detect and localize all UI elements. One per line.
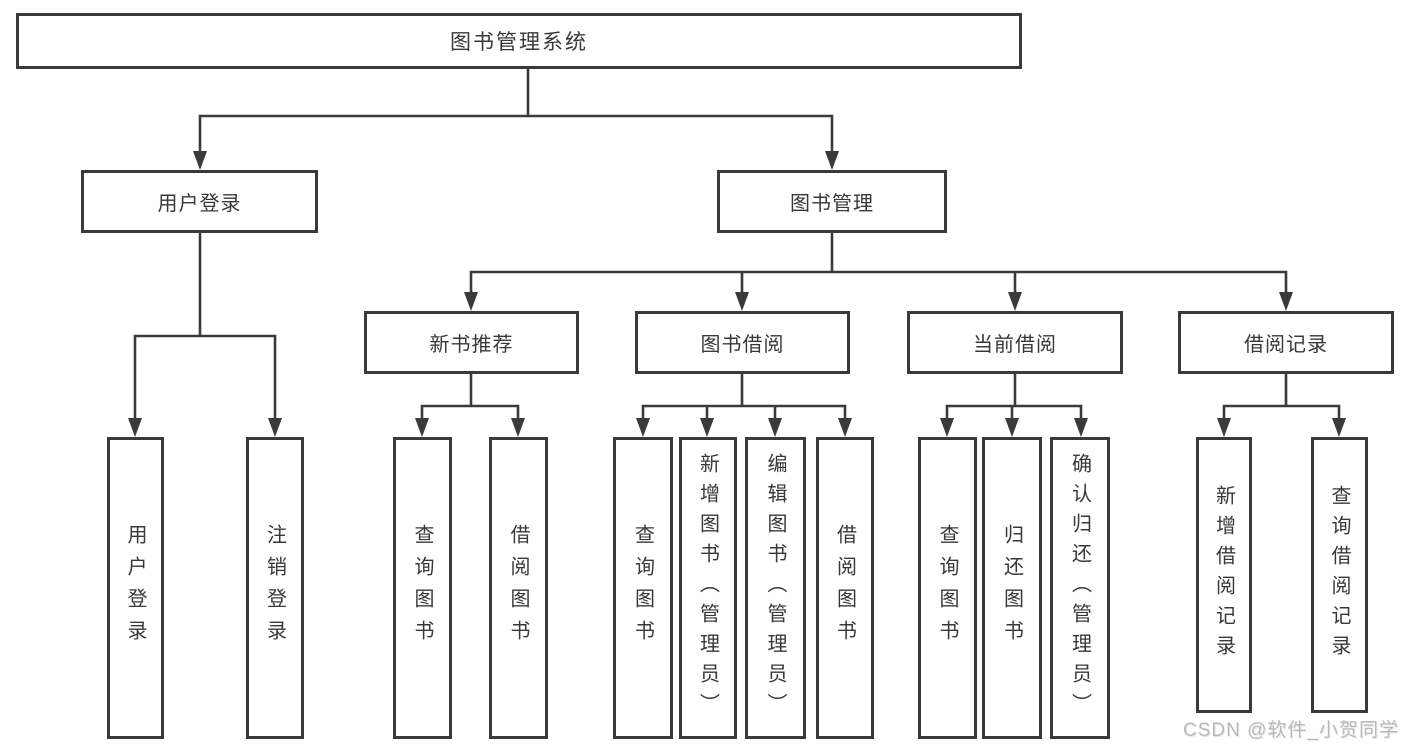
- arrowhead-down-icon: [636, 418, 650, 437]
- arrowhead-down-icon: [1074, 418, 1088, 437]
- node-current-borrowing: 当前借阅: [907, 311, 1123, 374]
- arrowhead-down-icon: [1279, 292, 1293, 311]
- arrowhead-down-icon: [838, 418, 852, 437]
- leaf-label: 查询图书: [631, 524, 654, 652]
- node-label: 图书借阅: [700, 334, 785, 356]
- arrowhead-down-icon: [700, 418, 714, 437]
- leaf-label: 注销登录: [263, 524, 286, 652]
- arrowhead-down-icon: [768, 418, 782, 437]
- node-label: 当前借阅: [973, 334, 1057, 356]
- leaf-label: 用户登录: [124, 524, 146, 652]
- leaf-borrow-book-1: 借阅图书: [489, 437, 548, 739]
- leaf-borrow-book-2: 借阅图书: [816, 437, 874, 739]
- node-label: 借阅记录: [1244, 334, 1328, 356]
- leaf-confirm-return-admin: 确认归还（管理员）: [1050, 437, 1110, 739]
- arrowhead-down-icon: [1217, 418, 1231, 437]
- leaf-return-book: 归还图书: [982, 437, 1042, 739]
- leaf-query-book-3: 查询图书: [918, 437, 977, 739]
- leaf-label: 新增借阅记录: [1212, 485, 1235, 665]
- leaf-user-login: 用户登录: [107, 437, 164, 739]
- leaf-label: 查询图书: [411, 524, 433, 652]
- node-book-management: 图书管理: [717, 170, 947, 233]
- arrowhead-down-icon: [735, 292, 749, 311]
- arrowhead-down-icon: [193, 151, 207, 170]
- leaf-logout-login: 注销登录: [246, 437, 304, 739]
- leaf-label: 借阅图书: [507, 524, 529, 652]
- leaf-label: 新增图书（管理员）: [696, 453, 719, 723]
- leaf-query-book-1: 查询图书: [393, 437, 452, 739]
- leaf-label: 借阅图书: [833, 524, 856, 652]
- arrowhead-down-icon: [464, 292, 478, 311]
- node-user-login: 用户登录: [81, 170, 318, 233]
- arrowhead-down-icon: [940, 418, 954, 437]
- leaf-label: 归还图书: [1000, 524, 1023, 652]
- leaf-label: 编辑图书（管理员）: [764, 453, 786, 723]
- node-label: 图书管理系统: [450, 31, 588, 54]
- leaf-label: 查询借阅记录: [1328, 485, 1350, 665]
- leaf-add-book-admin: 新增图书（管理员）: [679, 437, 737, 739]
- node-label: 新书推荐: [429, 334, 514, 356]
- arrowhead-down-icon: [1332, 418, 1346, 437]
- leaf-edit-book-admin: 编辑图书（管理员）: [745, 437, 806, 739]
- watermark-text: CSDN @软件_小贺同学: [1183, 720, 1399, 741]
- node-label: 用户登录: [157, 193, 242, 215]
- node-book-borrowing: 图书借阅: [635, 311, 850, 374]
- leaf-query-book-2: 查询图书: [613, 437, 673, 739]
- arrowhead-down-icon: [128, 418, 142, 437]
- arrowhead-down-icon: [415, 418, 429, 437]
- node-label: 图书管理: [790, 193, 874, 215]
- leaf-label: 查询图书: [936, 524, 958, 652]
- leaf-label: 确认归还（管理员）: [1068, 453, 1091, 723]
- arrowhead-down-icon: [268, 418, 282, 437]
- arrowhead-down-icon: [1008, 292, 1022, 311]
- node-library-management-system: 图书管理系统: [16, 13, 1022, 69]
- leaf-add-borrow-record: 新增借阅记录: [1196, 437, 1252, 713]
- node-new-book-recommend: 新书推荐: [364, 311, 579, 374]
- arrowhead-down-icon: [511, 418, 525, 437]
- arrowhead-down-icon: [1005, 418, 1019, 437]
- node-borrowing-records: 借阅记录: [1178, 311, 1394, 374]
- leaf-query-borrow-record: 查询借阅记录: [1311, 437, 1368, 713]
- arrowhead-down-icon: [825, 151, 839, 170]
